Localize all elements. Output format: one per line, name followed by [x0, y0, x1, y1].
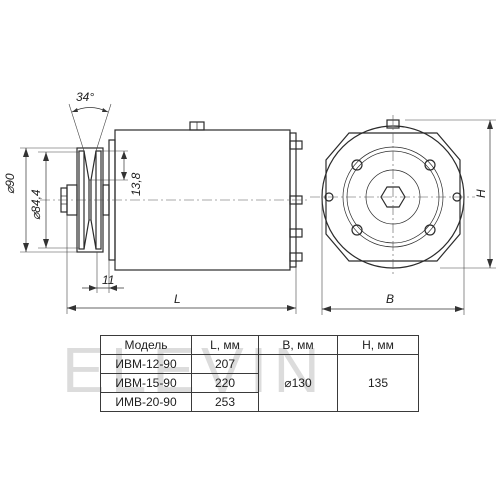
- width-value-cell: ⌀130: [258, 354, 338, 412]
- length-cell: 207: [191, 354, 259, 374]
- pulley-inner-diameter-dim: ⌀84,4: [29, 151, 79, 249]
- spec-table: Модель L, мм B, мм H, мм ИВМ-12-90 207 ⌀…: [100, 335, 419, 412]
- table-row: ИВМ-15-90 220: [100, 373, 419, 393]
- header-height: H, мм: [337, 335, 419, 355]
- model-cell: ИМВ-20-90: [100, 392, 192, 412]
- header-width: B, мм: [258, 335, 338, 355]
- angle-label: 34°: [76, 90, 94, 104]
- motor-front-view: [310, 115, 475, 275]
- pulley-outer-diameter-dim: ⌀90: [3, 147, 77, 253]
- height-label: H: [474, 189, 488, 198]
- width-label: B: [386, 292, 394, 306]
- motor-side-view: [40, 121, 310, 271]
- length-cell: 220: [191, 373, 259, 393]
- angle-dimension: 34°: [68, 90, 112, 152]
- length-dim: L: [66, 215, 297, 314]
- hub-length-label: 11: [102, 273, 114, 287]
- groove-depth-dim: 13,8: [91, 150, 143, 196]
- hub-length-dim: 11: [82, 252, 124, 293]
- table-header-row: Модель L, мм B, мм H, мм: [100, 335, 419, 355]
- header-length: L, мм: [191, 335, 259, 355]
- width-dim: B: [321, 200, 465, 315]
- height-dim: H: [405, 119, 496, 269]
- height-value-cell: 135: [337, 354, 419, 412]
- header-model: Модель: [100, 335, 192, 355]
- model-cell: ИВМ-15-90: [100, 373, 192, 393]
- table-row: ИВМ-12-90 207 ⌀130 135: [100, 354, 419, 412]
- model-cell: ИВМ-12-90: [100, 354, 192, 374]
- table-row: ИМВ-20-90 253: [100, 392, 419, 412]
- pulley-inner-diameter-label: ⌀84,4: [29, 189, 43, 220]
- groove-depth-label: 13,8: [129, 172, 143, 196]
- length-label: L: [174, 292, 181, 306]
- pulley-outer-diameter-label: ⌀90: [3, 173, 17, 194]
- length-cell: 253: [191, 392, 259, 412]
